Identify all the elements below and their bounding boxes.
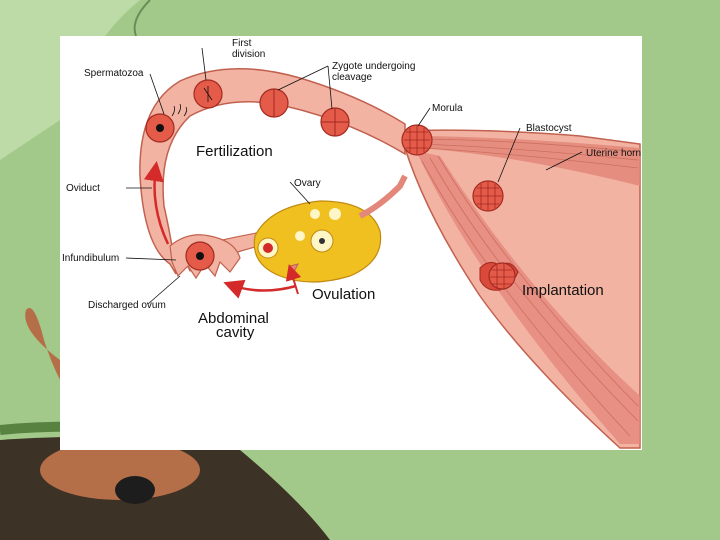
label-fertilization: Fertilization bbox=[196, 143, 273, 160]
label-implantation: Implantation bbox=[522, 282, 604, 299]
blastocyst-cell bbox=[472, 180, 504, 212]
svg-text:cavity: cavity bbox=[216, 324, 255, 341]
reproduction-diagram: First division Spermatozoa Zygote underg… bbox=[62, 38, 641, 449]
first-division-cell bbox=[193, 79, 223, 109]
svg-text:division: division bbox=[232, 49, 265, 60]
fertilized-ovum-cell bbox=[145, 113, 175, 143]
diagram-panel: First division Spermatozoa Zygote underg… bbox=[60, 36, 642, 450]
implanting-embryo bbox=[479, 262, 519, 291]
discharged-ovum-cell bbox=[185, 241, 215, 271]
zygote-cleavage-cell-2 bbox=[320, 107, 350, 137]
spermatozoa-icon bbox=[171, 103, 188, 117]
svg-text:Abdominal: Abdominal bbox=[198, 310, 269, 327]
movement-arrows bbox=[143, 161, 302, 299]
label-ovulation: Ovulation bbox=[312, 286, 375, 303]
label-discharged-ovum: Discharged ovum bbox=[88, 300, 166, 311]
label-abdominal-cavity: Abdominal bbox=[198, 310, 269, 327]
label-first-division: First bbox=[232, 38, 252, 49]
svg-text:Zygote undergoing: Zygote undergoing bbox=[332, 61, 415, 72]
label-infundibulum: Infundibulum bbox=[62, 253, 119, 264]
svg-text:cleavage: cleavage bbox=[332, 72, 372, 83]
zygote-cleavage-cell-1 bbox=[259, 88, 289, 118]
label-uterine-horn: Uterine horn bbox=[586, 148, 641, 159]
label-morula: Morula bbox=[432, 103, 463, 114]
cartoon-dog-body bbox=[40, 440, 200, 500]
label-zygote-cleavage: Zygote undergoing bbox=[332, 61, 415, 72]
label-spermatozoa: Spermatozoa bbox=[84, 68, 144, 79]
label-blastocyst: Blastocyst bbox=[526, 123, 572, 134]
label-ovary: Ovary bbox=[294, 178, 321, 189]
label-oviduct: Oviduct bbox=[66, 183, 100, 194]
svg-text:First: First bbox=[232, 38, 252, 49]
morula-cell bbox=[401, 124, 433, 156]
